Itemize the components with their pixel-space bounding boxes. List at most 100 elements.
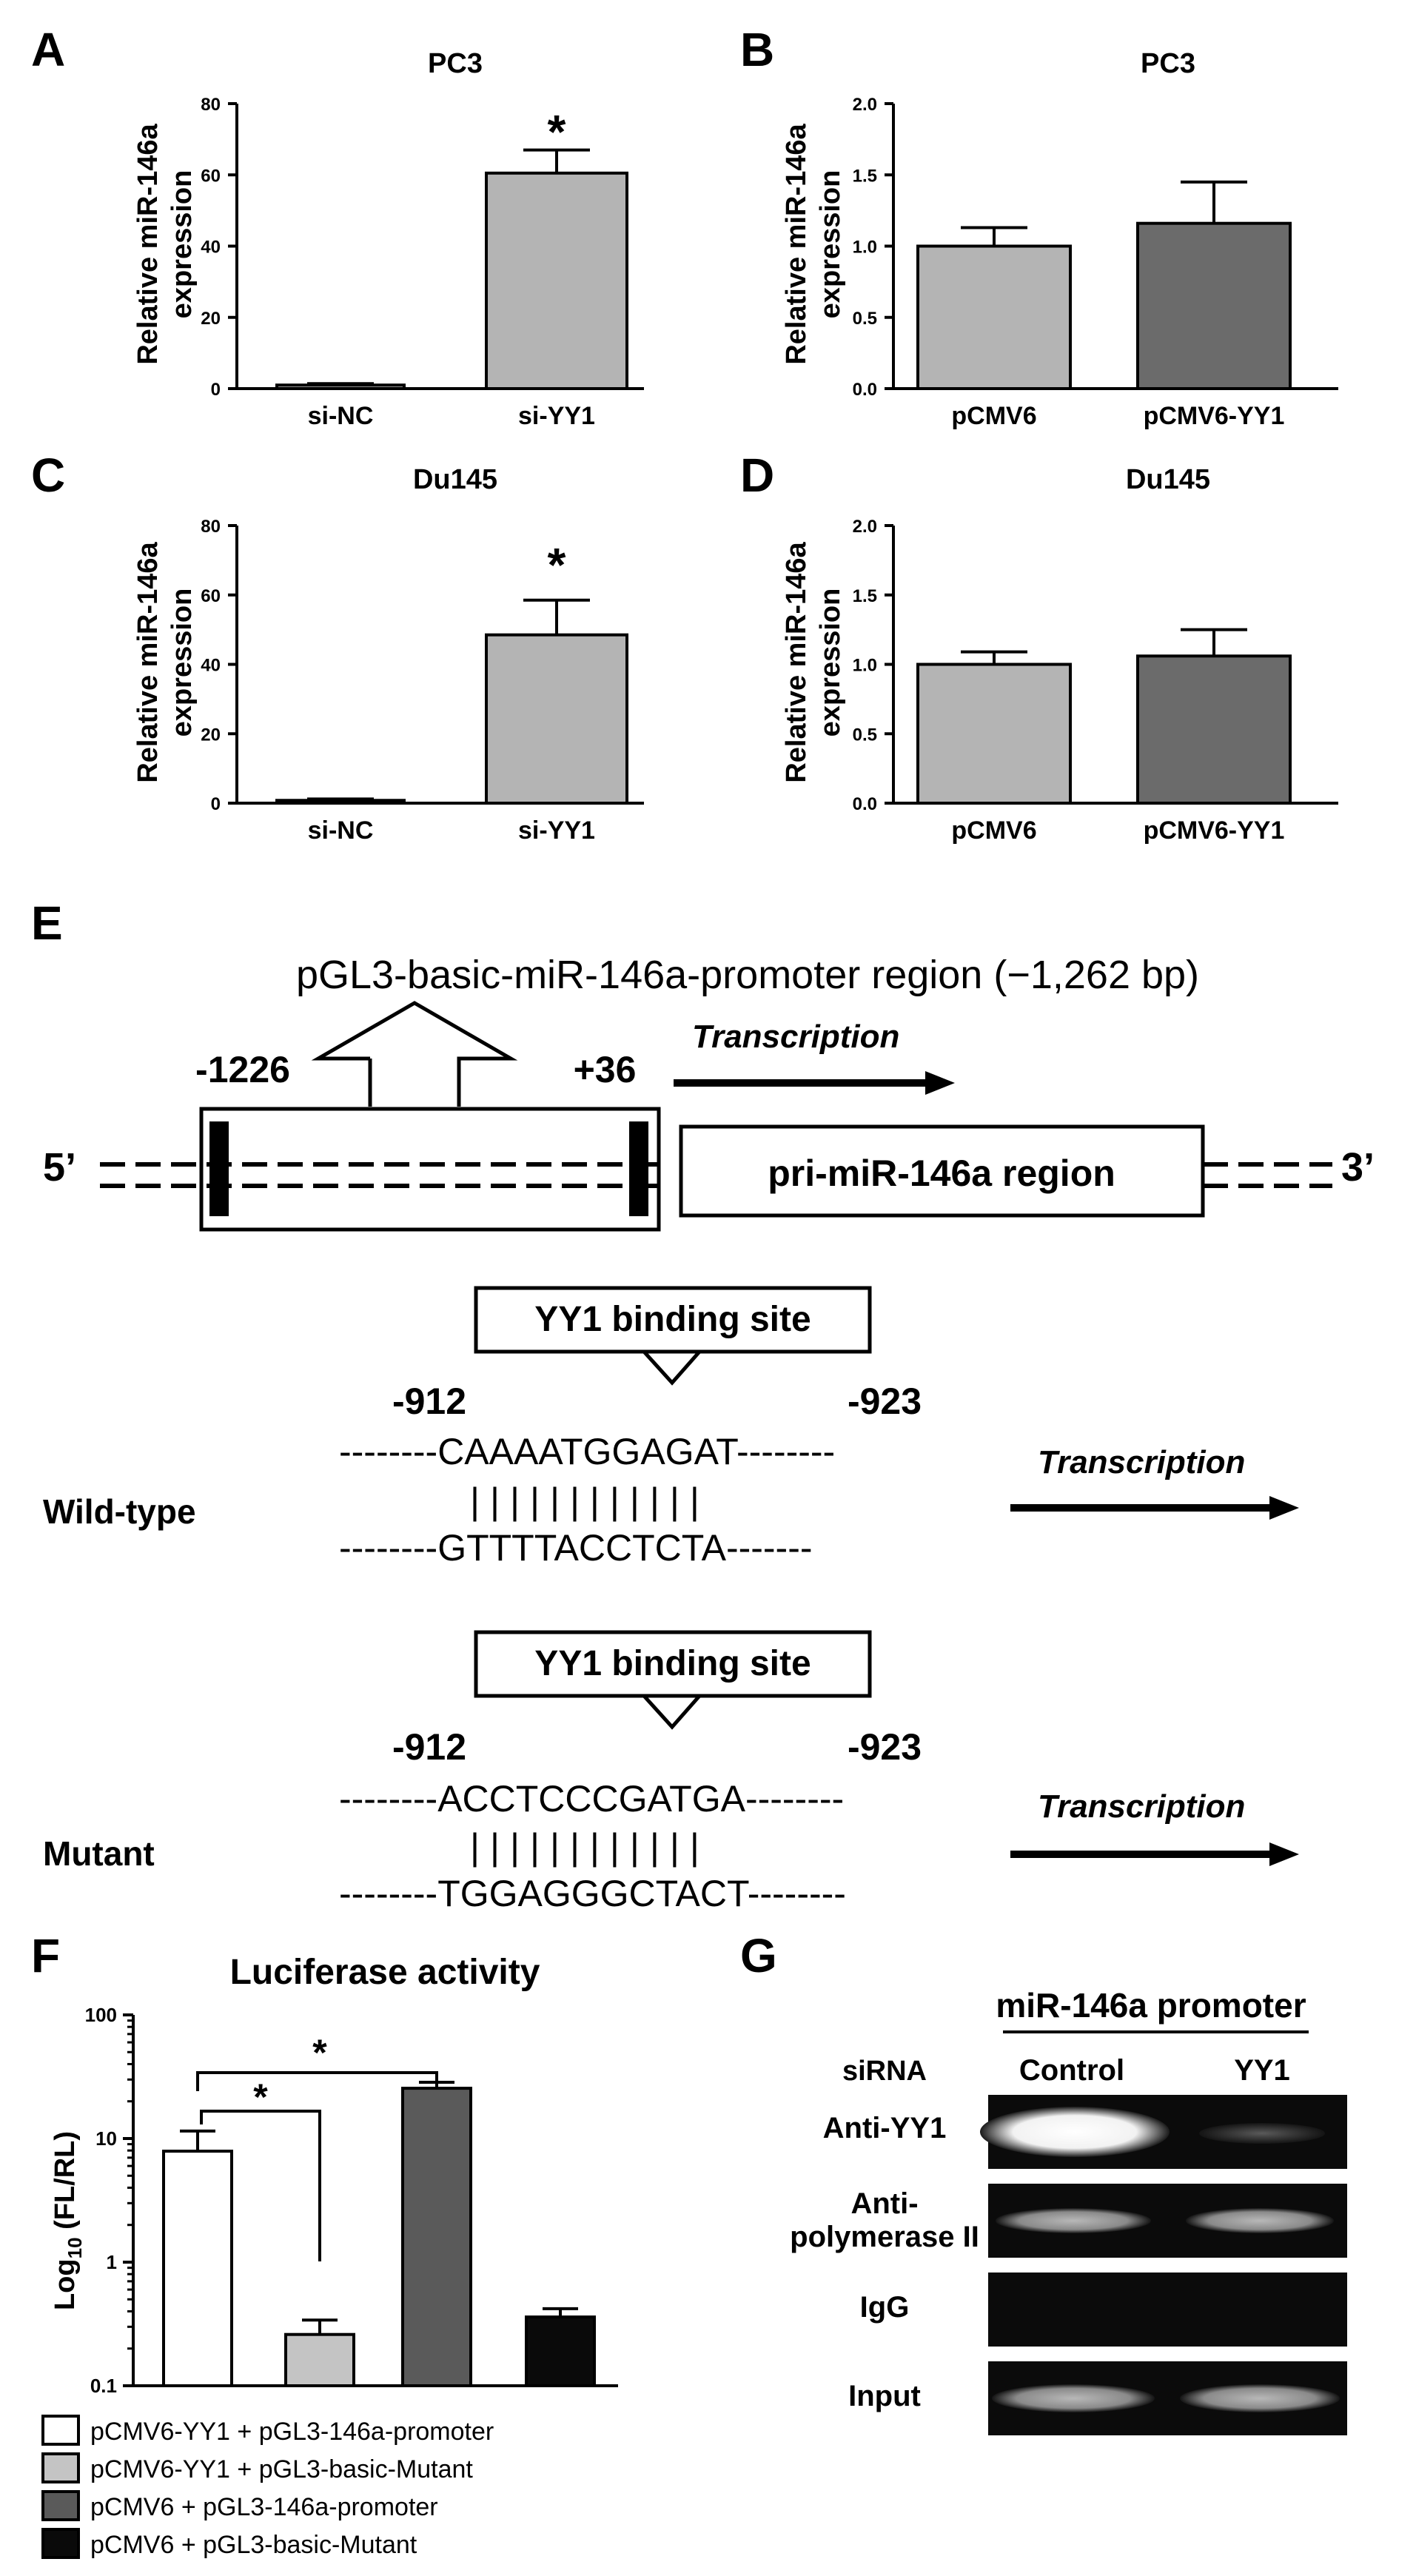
chart-c-star: * bbox=[548, 538, 566, 591]
schematic-e: pGL3-basic-miR-146a-promoter region (−1,… bbox=[43, 953, 1375, 1914]
coord-left: -1226 bbox=[195, 1049, 290, 1090]
wt-pos-right: -923 bbox=[848, 1381, 922, 1422]
chart-a-star: * bbox=[548, 105, 566, 158]
chart-b-ytick-label: 1.5 bbox=[853, 166, 877, 186]
chart-a-ytick-label: 60 bbox=[201, 166, 221, 186]
chart-a-ylabel-line2: expression bbox=[167, 170, 198, 319]
panel-label-f: F bbox=[31, 1929, 61, 1982]
chart-a-title: PC3 bbox=[428, 48, 483, 79]
chart-b-ytick-label: 0.0 bbox=[853, 380, 877, 400]
chart-d-ytick-label: 2.0 bbox=[853, 517, 877, 537]
promoter-mark-left bbox=[209, 1121, 229, 1216]
chart-f-legend-label: pCMV6-YY1 + pGL3-146a-promoter bbox=[90, 2418, 494, 2446]
gel-lane-input bbox=[988, 2361, 1347, 2435]
panel-label-g: G bbox=[740, 1929, 777, 1982]
chart-b-ylabel-line2: expression bbox=[815, 170, 846, 319]
chart-f-sig-bracket-upper bbox=[196, 2071, 438, 2091]
gel-g: miR-146a promoter siRNA Control YY1 Anti… bbox=[790, 1986, 1347, 2435]
gel-col-yy1: YY1 bbox=[1234, 2054, 1290, 2087]
panel-label-e: E bbox=[31, 896, 63, 950]
chart-a-xtick-label: si-YY1 bbox=[518, 402, 595, 430]
chart-f-legend-swatch bbox=[41, 2490, 80, 2521]
chart-c-bar bbox=[485, 633, 628, 805]
chart-d-xtick-label: pCMV6-YY1 bbox=[1144, 816, 1285, 845]
pri-mirna-box bbox=[679, 1124, 1205, 1218]
chart-f-bar bbox=[162, 2150, 233, 2387]
gel-lane-igg bbox=[988, 2273, 1347, 2347]
chart-b-xtick-label: pCMV6 bbox=[951, 402, 1036, 430]
chart-c-ylabel-line1: Relative miR-146a bbox=[132, 542, 164, 783]
mut-top-strand: --------ACCTCCCGATGA-------- bbox=[339, 1778, 844, 1819]
wt-bond-bars: |||||||||||| bbox=[470, 1480, 710, 1522]
chart-c-ytick-label: 60 bbox=[201, 586, 221, 606]
schematic-title: pGL3-basic-miR-146a-promoter region (−1,… bbox=[296, 953, 1199, 997]
wt-top-strand: --------CAAAATGGAGAT-------- bbox=[339, 1431, 835, 1472]
mut-pos-left: -912 bbox=[392, 1726, 466, 1768]
chart-f: Luciferase activity Log10 (FL/RL) * * 0.… bbox=[41, 1953, 618, 2559]
chart-c-ytick-label: 0 bbox=[211, 794, 221, 814]
chart-a: PC3 Relative miR-146a expression * 0 20 40… bbox=[132, 48, 644, 430]
chart-c-ylabel-line2: expression bbox=[167, 588, 198, 737]
chart-d-ytick-label: 1.5 bbox=[853, 586, 877, 606]
mut-label: Mutant bbox=[43, 1834, 155, 1873]
chart-a-xtick-label: si-NC bbox=[308, 402, 374, 430]
mut-site-label: YY1 binding site bbox=[534, 1644, 811, 1683]
chart-f-sig-bracket-lower bbox=[200, 2110, 321, 2261]
gel-row-anti-pol-line2: polymerase II bbox=[790, 2221, 979, 2253]
chart-a-ytick-label: 0 bbox=[211, 380, 221, 400]
chart-a-ytick-label: 20 bbox=[201, 309, 221, 329]
chart-f-ylabel: Log10 (FL/RL) bbox=[50, 2131, 86, 2310]
chart-f-star-lower: * bbox=[253, 2076, 268, 2118]
wt-transcription-head bbox=[1269, 1496, 1299, 1520]
wt-bottom-strand: --------GTTTTACCTCTA------- bbox=[339, 1527, 813, 1569]
promoter-up-arrow bbox=[311, 1001, 518, 1107]
chart-f-ytick-label: 10 bbox=[95, 2127, 117, 2150]
gel-row-anti-pol-line1: Anti- bbox=[850, 2187, 918, 2220]
chart-b-xtick-label: pCMV6-YY1 bbox=[1144, 402, 1285, 430]
chart-f-ytick-label: 1 bbox=[107, 2251, 117, 2273]
chart-f-legend-label: pCMV6 + pGL3-basic-Mutant bbox=[90, 2531, 417, 2559]
panel-label-b: B bbox=[740, 23, 775, 76]
gel-band-pol-control bbox=[996, 2208, 1151, 2233]
transcription-arrow-top-head bbox=[925, 1071, 955, 1095]
chart-b-ytick-label: 1.0 bbox=[853, 238, 877, 258]
chart-b-ylabel-line1: Relative miR-146a bbox=[781, 124, 812, 365]
chart-f-star-upper: * bbox=[312, 2032, 327, 2073]
mut-transcription-head bbox=[1269, 1842, 1299, 1866]
chart-f-legend-swatch bbox=[41, 2528, 80, 2559]
chart-d-ytick-label: 0.5 bbox=[853, 725, 877, 745]
wt-site-pointer bbox=[640, 1349, 704, 1386]
mut-transcription-label: Transcription bbox=[1038, 1788, 1245, 1825]
transcription-label-top: Transcription bbox=[692, 1019, 899, 1055]
chart-f-bar bbox=[525, 2315, 596, 2387]
chart-f-title: Luciferase activity bbox=[230, 1953, 540, 1992]
gel-band-pol-yy1 bbox=[1186, 2208, 1334, 2233]
chart-b-ytick-label: 2.0 bbox=[853, 95, 877, 115]
gel-lane-anti-yy1 bbox=[988, 2095, 1347, 2169]
chart-a-ytick-label: 40 bbox=[201, 238, 221, 258]
chart-f-legend-swatch bbox=[41, 2452, 80, 2483]
wt-transcription-label: Transcription bbox=[1038, 1444, 1245, 1480]
mut-pos-right: -923 bbox=[848, 1726, 922, 1768]
chart-b: PC3 Relative miR-146a expression 0.00.51… bbox=[781, 48, 1338, 430]
pri-mirna-label: pri-miR-146a region bbox=[768, 1153, 1115, 1194]
chart-c: Du145 Relative miR-146a expression * 020… bbox=[132, 464, 644, 845]
chart-a-bar bbox=[275, 383, 406, 390]
chart-b-bar bbox=[916, 244, 1072, 390]
chart-d-ytick-label: 1.0 bbox=[853, 656, 877, 676]
mut-site-pointer bbox=[640, 1694, 704, 1730]
chart-c-xtick-label: si-NC bbox=[308, 816, 374, 845]
gel-band-input-yy1 bbox=[1180, 2384, 1340, 2412]
chart-c-ytick-label: 20 bbox=[201, 725, 221, 745]
gel-row-input: Input bbox=[848, 2380, 921, 2412]
chart-d-ytick-label: 0.0 bbox=[853, 794, 877, 814]
panel-label-d: D bbox=[740, 449, 775, 502]
wt-site-label: YY1 binding site bbox=[534, 1300, 811, 1339]
chart-f-ytick-label: 100 bbox=[85, 2004, 117, 2026]
promoter-box bbox=[199, 1107, 661, 1232]
chart-a-ylabel-line1: Relative miR-146a bbox=[132, 124, 164, 365]
chart-b-title: PC3 bbox=[1141, 48, 1195, 79]
chart-f-bar bbox=[284, 2332, 355, 2388]
chart-d-bar bbox=[1136, 654, 1292, 805]
